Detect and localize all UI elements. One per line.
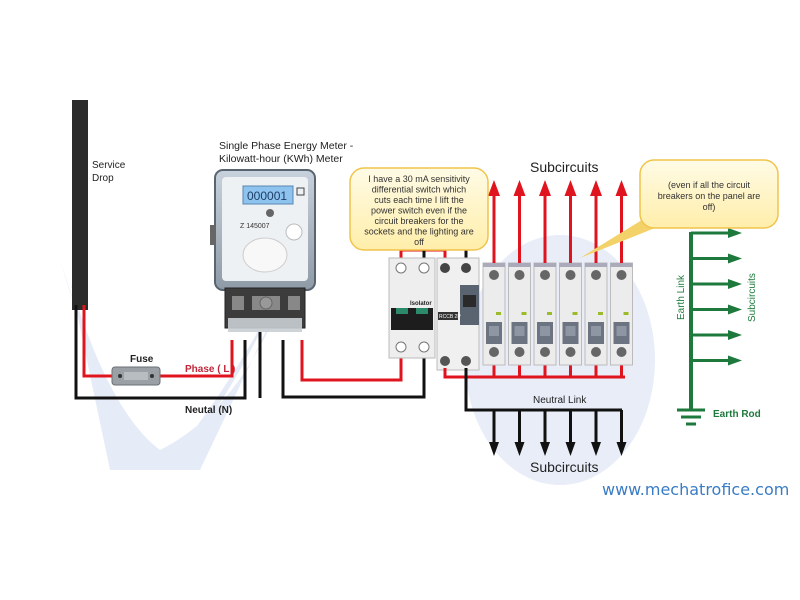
callout-right-line: off)	[703, 202, 716, 212]
earth-link-label: Earth Link	[676, 274, 687, 320]
service-drop-cable	[72, 100, 88, 310]
phase-subcircuit-arrowhead	[513, 180, 526, 196]
phase-subcircuit-arrows	[488, 180, 628, 263]
meter-title-line1: Single Phase Energy Meter -	[219, 140, 354, 152]
neutral-subcircuit-arrowhead	[616, 442, 627, 456]
phase-wire-meter-isolator	[300, 340, 403, 382]
circuit-breaker	[559, 262, 582, 366]
subcircuits-top-label: Subcircuits	[530, 159, 598, 175]
earth-subcircuits-label: Subcircuits	[747, 273, 758, 322]
subcircuits-bottom-label: Subcircuits	[530, 459, 598, 475]
phase-subcircuit-arrowhead	[539, 180, 551, 196]
phase-busbar	[443, 368, 625, 379]
isolator-switch	[388, 257, 436, 359]
rccb	[436, 257, 480, 371]
meter-lcd	[242, 185, 294, 205]
rccb-label: RCCB 2P	[439, 314, 461, 320]
phase-subcircuit-arrowhead	[615, 180, 628, 196]
earth-subcircuit-arrowhead	[728, 355, 742, 366]
phase-subcircuit-arrowhead	[590, 180, 602, 196]
service-drop-label-line1: Service	[92, 160, 126, 171]
circuit-breaker	[584, 262, 608, 366]
meter-serial: Z 145007	[240, 223, 270, 230]
neutral-subcircuit-arrows	[489, 410, 627, 456]
callout-left-line: I have a 30 mA sensitivity	[368, 174, 470, 184]
neutral-subcircuit-arrowhead	[540, 442, 550, 456]
callout-right-line: (even if all the circuit	[668, 180, 751, 190]
circuit-breaker	[508, 262, 531, 366]
earth-ground-symbol	[677, 408, 705, 426]
callout-left-line: cuts each time I lift the	[374, 195, 464, 205]
callout-left-line: power switch even if the	[371, 206, 467, 216]
phase-subcircuit-arrowhead	[488, 180, 500, 196]
neutral-subcircuit-arrowhead	[489, 442, 499, 456]
callout-left-line: sockets and the lighting are	[364, 227, 474, 237]
callout-left-line: circuit breakers for the	[374, 216, 463, 226]
meter-display-value: 000001	[247, 189, 287, 203]
phase-subcircuit-arrowhead	[564, 180, 577, 196]
circuit-breaker	[482, 262, 506, 366]
phase-label: Phase ( L )	[185, 364, 235, 375]
callout-left-line: off	[414, 237, 424, 247]
callout-left-line: differential switch which	[372, 185, 466, 195]
phase-wire-main	[82, 305, 112, 378]
service-drop-label-line2: Drop	[92, 173, 114, 184]
circuit-breaker	[610, 262, 633, 366]
neutral-subcircuit-arrowhead	[514, 442, 525, 456]
earth-subcircuit-arrowhead	[728, 330, 742, 340]
fuse-label: Fuse	[130, 354, 154, 365]
energy-meter: 000001 Z 145007	[210, 169, 316, 332]
callout-right	[580, 159, 779, 258]
earth-subcircuit-arrowhead	[728, 279, 742, 289]
watermark-shape-left-2	[70, 280, 290, 470]
earth-subcircuit-arrows	[691, 228, 742, 366]
neutral-wire-main	[74, 305, 247, 400]
meter-title-line2: Kilowatt-hour (KWh) Meter	[219, 153, 343, 165]
earth-subcircuit-arrowhead	[728, 253, 742, 264]
circuit-breakers	[482, 262, 633, 366]
earth-subcircuit-arrowhead	[728, 304, 742, 315]
isolator-label: Isolator	[410, 301, 432, 307]
callout-right-line: breakers on the panel are	[658, 191, 761, 201]
earth-subcircuit-arrowhead	[728, 228, 742, 238]
neutral-label: Neutal (N)	[185, 405, 232, 416]
neutral-subcircuit-arrowhead	[591, 442, 601, 456]
website-label[interactable]: www.mechatrofice.com	[602, 480, 789, 499]
neutral-wire-meter-isolator	[281, 340, 426, 399]
fuse	[111, 366, 161, 386]
callout-left	[349, 167, 489, 251]
earth-rod-label: Earth Rod	[713, 409, 761, 420]
circuit-breaker	[533, 262, 557, 366]
neutral-link-label: Neutral Link	[533, 395, 587, 406]
neutral-subcircuit-arrowhead	[565, 442, 576, 456]
phase-wire-to-meter	[160, 340, 234, 378]
